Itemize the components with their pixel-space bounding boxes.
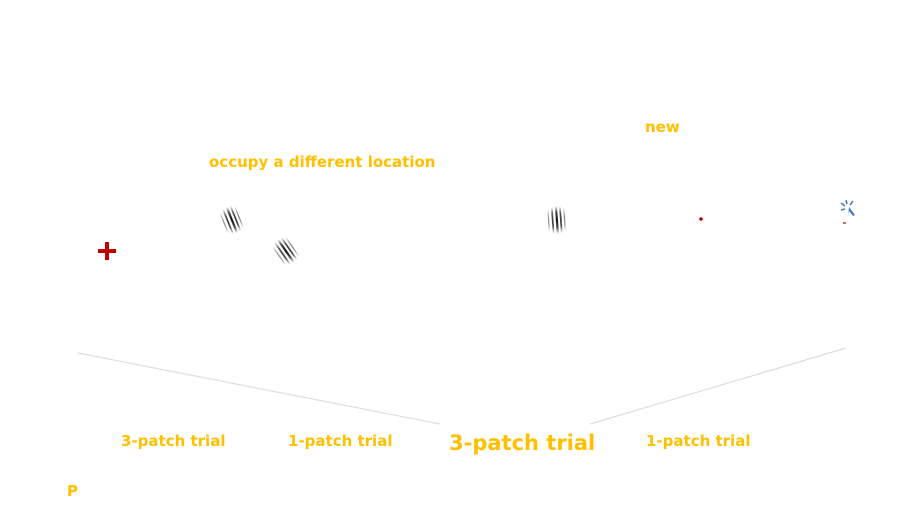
label-occupy-different-location: occupy a different location bbox=[209, 153, 436, 171]
click-cursor-icon bbox=[840, 199, 855, 224]
divider-line-left bbox=[77, 352, 441, 425]
gabor-patch-icon bbox=[218, 204, 244, 236]
gabor-patch-icon bbox=[547, 205, 566, 234]
label-trial-3-patch-center: 3-patch trial bbox=[449, 431, 596, 455]
probe-dot bbox=[699, 217, 703, 221]
plus-cross-icon bbox=[98, 242, 116, 260]
label-new: new bbox=[645, 118, 680, 136]
gabor-patch-icon bbox=[271, 235, 301, 268]
label-corner-p: P bbox=[67, 482, 78, 500]
label-trial-3-patch-left: 3-patch trial bbox=[121, 432, 226, 450]
divider-line-right bbox=[589, 347, 847, 425]
label-trial-1-patch-right: 1-patch trial bbox=[646, 432, 751, 450]
label-trial-1-patch-left: 1-patch trial bbox=[288, 432, 393, 450]
